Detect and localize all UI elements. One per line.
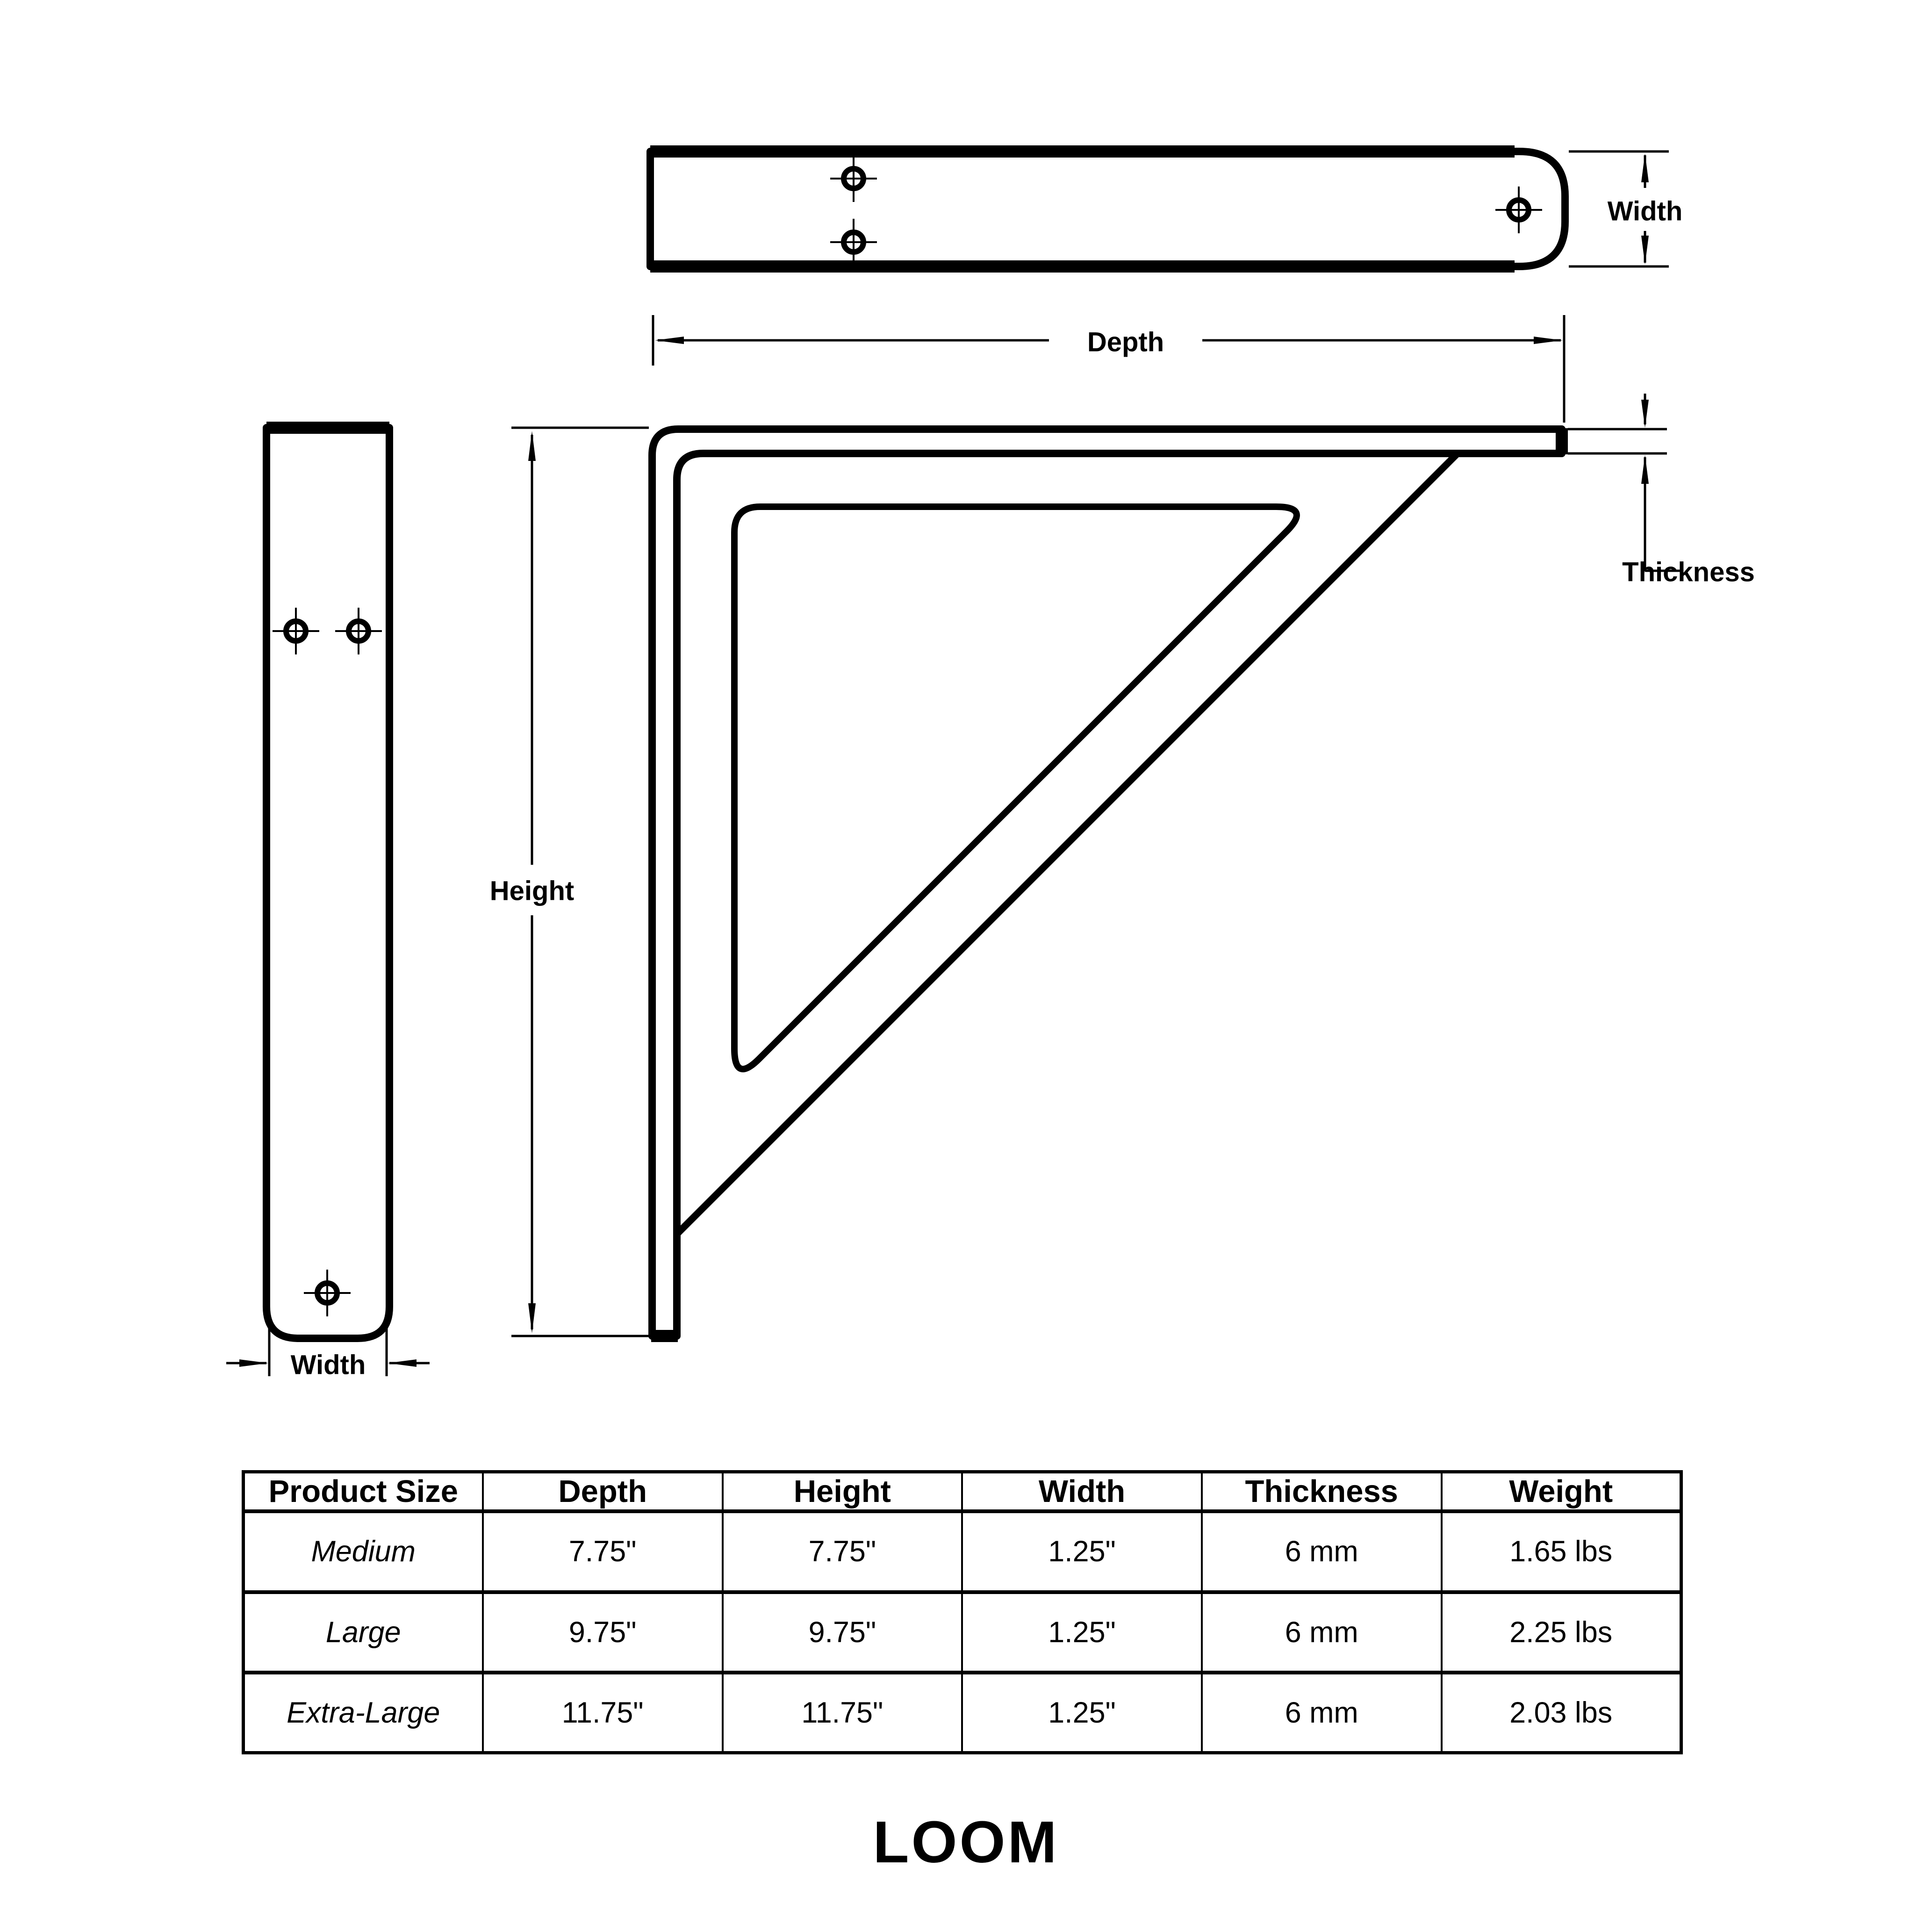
height-label: Height [490, 876, 574, 906]
col-header-thickness: Thickness [1200, 1471, 1443, 1513]
table-cell: 7.75" [481, 1509, 724, 1593]
arrow-left-icon [388, 1359, 417, 1367]
arrow-up-icon [1641, 153, 1649, 182]
arrow-down-icon [1641, 236, 1649, 265]
screw-hole [335, 608, 382, 654]
col-header-product-size: Product Size [242, 1471, 484, 1513]
width-dimension-bottom: Width [226, 1312, 430, 1380]
screw-hole [830, 219, 877, 266]
depth-label: Depth [1087, 327, 1164, 358]
col-header-width: Width [961, 1471, 1203, 1513]
screw-hole [273, 608, 319, 654]
table-cell: 1.25" [961, 1670, 1203, 1754]
spec-table: Product Size Depth Height Width Thicknes… [241, 1470, 1683, 1754]
arrow-right-icon [1534, 337, 1563, 344]
table-cell: 6 mm [1200, 1590, 1443, 1673]
table-header-row: Product Size Depth Height Width Thicknes… [242, 1471, 1682, 1513]
bracket-cutout [731, 503, 1300, 1072]
col-header-depth: Depth [481, 1471, 724, 1513]
brand-title: LOOM [873, 1809, 1059, 1875]
width-label-bottom: Width [291, 1350, 366, 1380]
table-row-extra-large: Extra-Large 11.75" 11.75" 1.25" 6 mm 2.0… [242, 1670, 1682, 1754]
height-dimension: Height [482, 426, 650, 1337]
table-cell: 11.75" [481, 1670, 724, 1754]
arrow-left-icon [655, 337, 684, 344]
top-view [646, 145, 1569, 273]
bracket-profile [648, 425, 1568, 1342]
col-header-height: Height [721, 1471, 963, 1513]
screw-hole [830, 155, 877, 202]
bracket-outline [648, 425, 1566, 1340]
table-cell: 2.25 lbs [1440, 1590, 1682, 1673]
table-cell: 2.03 lbs [1440, 1670, 1682, 1754]
table-cell: 7.75" [721, 1509, 963, 1593]
arrow-right-icon [239, 1359, 268, 1367]
table-cell: 9.75" [721, 1590, 963, 1673]
table-cell: Extra-Large [242, 1670, 484, 1754]
arrow-down-icon [1641, 400, 1649, 428]
table-cell: 6 mm [1200, 1670, 1443, 1754]
screw-hole [304, 1270, 351, 1316]
width-dimension-top: Width [1569, 150, 1689, 268]
top-view-outline [646, 148, 1569, 270]
width-label-top: Width [1608, 196, 1683, 227]
table-cell: 6 mm [1200, 1509, 1443, 1593]
side-view-outline [263, 424, 393, 1342]
table-cell: 1.25" [961, 1590, 1203, 1673]
arrow-up-icon [1641, 455, 1649, 484]
side-view [263, 422, 393, 1342]
table-row-medium: Medium 7.75" 7.75" 1.25" 6 mm 1.65 lbs [242, 1509, 1682, 1593]
table-row-large: Large 9.75" 9.75" 1.25" 6 mm 2.25 lbs [242, 1590, 1682, 1673]
thickness-dimension: Thickness [1568, 394, 1755, 588]
table-cell: Large [242, 1590, 484, 1673]
screw-hole [1495, 187, 1542, 233]
thickness-label: Thickness [1622, 557, 1755, 588]
table-cell: Medium [242, 1509, 484, 1593]
table-cell: 1.25" [961, 1509, 1203, 1593]
table-cell: 1.65 lbs [1440, 1509, 1682, 1593]
table-cell: 9.75" [481, 1590, 724, 1673]
arrow-up-icon [528, 431, 536, 461]
arrow-down-icon [528, 1303, 536, 1333]
bracket-brace [674, 451, 1460, 1237]
col-header-weight: Weight [1440, 1471, 1682, 1513]
depth-dimension: Depth [652, 315, 1566, 423]
table-cell: 11.75" [721, 1670, 963, 1754]
